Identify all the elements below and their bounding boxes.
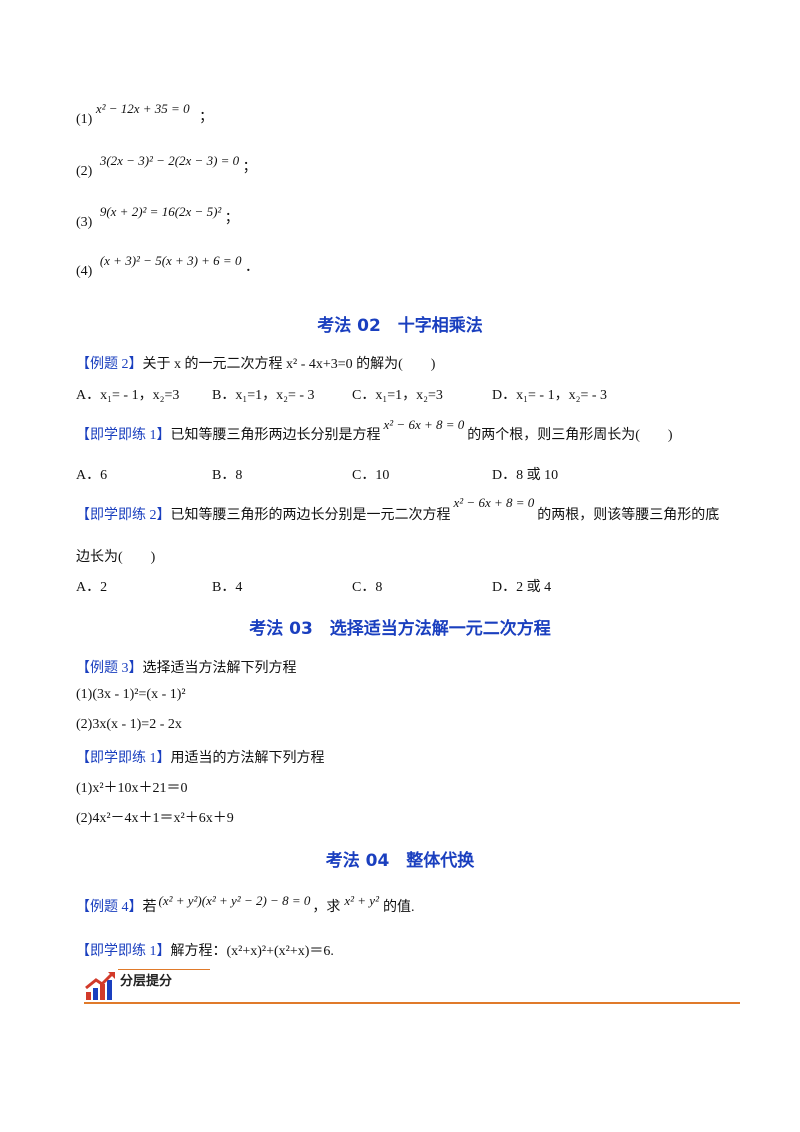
kaofa03-practice-1: 【即学即练 1】用适当的方法解下列方程 (76, 751, 325, 766)
kaofa04-practice-1: 【即学即练 1】解方程：(x²+x)²+(x²+x)＝6. (76, 944, 334, 959)
option-b: B．8 (212, 468, 243, 483)
practice-2-line-2: 边长为( ) (76, 550, 156, 565)
kaofa03-practice-item-1: (1)x²＋10x＋21＝0 (76, 781, 188, 796)
heading-kaofa-04: 考法 04 整体代换 (325, 851, 475, 871)
option-a: A．x₁= - 1，x₂=3 (76, 388, 180, 403)
option-c: C．8 (352, 580, 383, 595)
option-d: D．8 或 10 (492, 468, 559, 483)
practice-2: 【即学即练 2】已知等腰三角形的两边长分别是一元二次方程x² − 6x + 8 … (76, 495, 720, 523)
example-3-item-1: (1)(3x - 1)²=(x - 1)² (76, 687, 186, 702)
equation-3: (3) 9(x + 2)² = 16(2x − 5)² ； (76, 204, 239, 230)
footer-label: 分层提分 (120, 974, 173, 989)
heading-kaofa-03: 考法 03 选择适当方法解一元二次方程 (249, 619, 551, 639)
example-3: 【例题 3】选择适当方法解下列方程 (76, 661, 297, 676)
heading-kaofa-02: 考法 02 十字相乘法 (317, 316, 483, 336)
example-3-item-2: (2)3x(x - 1)=2 - 2x (76, 717, 182, 732)
growth-chart-icon (84, 968, 118, 1007)
example-2: 【例题 2】关于 x 的一元二次方程 x² - 4x+3=0 的解为( ) (76, 357, 436, 372)
footer-divider (84, 1002, 740, 1004)
option-d: D．2 或 4 (492, 580, 552, 595)
option-d: D．x₁= - 1，x₂= - 3 (492, 388, 608, 403)
practice-1: 【即学即练 1】已知等腰三角形两边长分别是方程x² − 6x + 8 = 0的两… (76, 417, 673, 443)
option-c: C．x₁=1，x₂=3 (352, 388, 443, 403)
option-c: C．10 (352, 468, 390, 483)
footer-accent-line (118, 969, 210, 970)
kaofa03-practice-item-2: (2)4x²－4x＋1＝x²＋6x＋9 (76, 811, 234, 826)
option-b: B．4 (212, 580, 243, 595)
option-a: A．6 (76, 468, 108, 483)
option-b: B．x₁=1，x₂= - 3 (212, 388, 315, 403)
equation-1: (1) x² − 12x + 35 = 0 ； (76, 101, 214, 127)
equation-4: (4) (x + 3)² − 5(x + 3) + 6 = 0 ． (76, 253, 259, 279)
option-a: A．2 (76, 580, 108, 595)
equation-2: (2) 3(2x − 3)² − 2(2x − 3) = 0 ； (76, 153, 257, 179)
